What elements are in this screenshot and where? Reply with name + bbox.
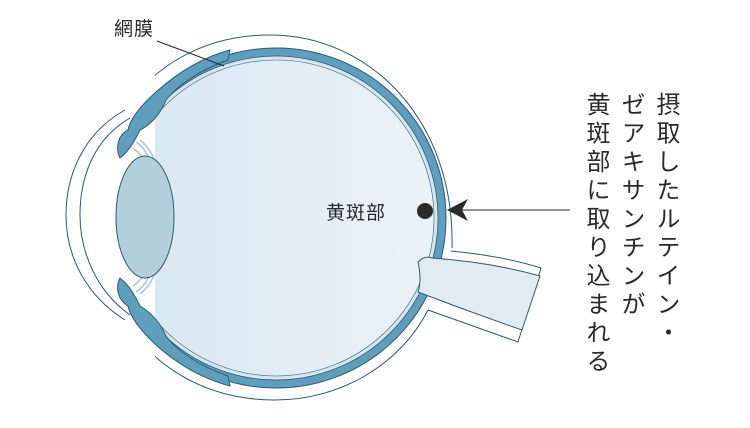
caption-line-2: ゼアキサンチンが <box>617 92 645 320</box>
retina-label: 網膜 <box>114 18 155 40</box>
cornea <box>65 109 126 321</box>
caption-line-1: 摂取したルテイン・ <box>652 92 680 349</box>
arrow-head-icon <box>447 199 468 221</box>
lens <box>115 155 175 279</box>
iris-lower <box>117 277 231 387</box>
iris-upper <box>117 49 231 159</box>
caption-line-3: 黄斑部に取り込まれる <box>582 92 610 377</box>
retina-leader-line <box>156 40 225 67</box>
macula-label: 黄斑部 <box>326 202 387 224</box>
optic-nerve <box>417 256 541 331</box>
macula-dot <box>417 203 433 219</box>
